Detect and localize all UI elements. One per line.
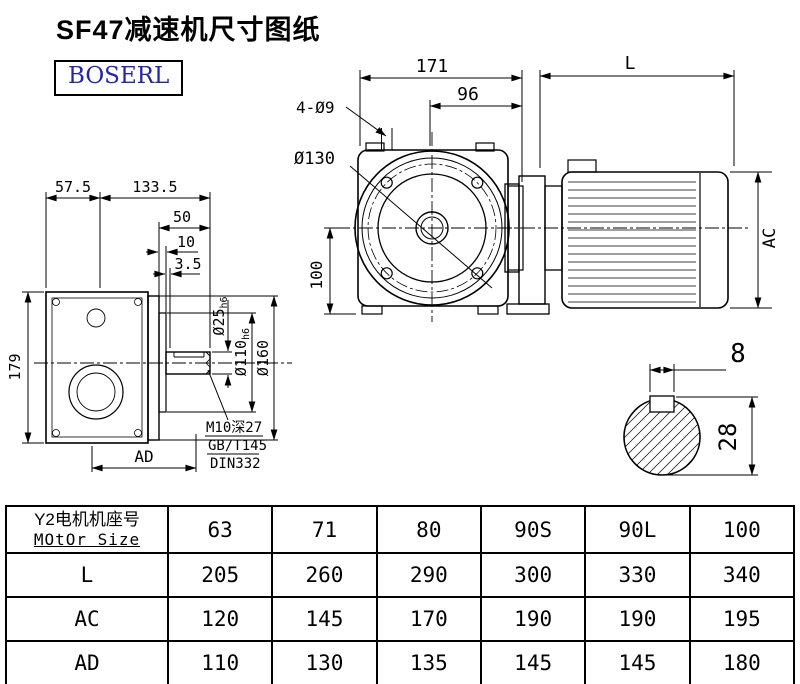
shaft-section: 8 28 (623, 339, 758, 476)
front-view (336, 128, 530, 322)
motor-size-table: Y2电机机座号 MOtOr Size 63 71 80 90S 90L 100 … (5, 505, 796, 684)
dim-flange-dia-label: Ø160 (254, 340, 272, 376)
value-cell: 190 (584, 596, 691, 642)
dim-total-width-label: 171 (416, 56, 449, 77)
value-cell: 260 (271, 552, 378, 598)
section-dimension-lines (649, 364, 758, 476)
dim-center-height-label: 100 (307, 261, 326, 290)
value-cell: 300 (479, 552, 587, 598)
front-dimension-lines (324, 70, 523, 315)
dim-motor-length-label: L (625, 53, 636, 74)
value-cell: 120 (166, 596, 274, 642)
size-cell: 90L (584, 505, 691, 554)
row-label-cell: AD (5, 640, 169, 684)
dim-bolt-circle-label: Ø130 (294, 149, 335, 169)
value-cell: 170 (375, 596, 482, 642)
size-cell: 90S (479, 505, 587, 554)
size-cell: 80 (375, 505, 482, 554)
value-cell: 145 (271, 596, 378, 642)
value-cell: 180 (688, 640, 796, 684)
value-cell: 110 (166, 640, 274, 684)
spigot-dia-value: Ø110 (232, 340, 250, 376)
value-cell: 340 (688, 552, 796, 598)
value-cell: 205 (166, 552, 274, 598)
table-header-row: Y2电机机座号 MOtOr Size 63 71 80 90S 90L 100 (5, 505, 796, 554)
shaft-dia-value: Ø25 (210, 308, 228, 335)
motor-view (498, 159, 748, 315)
dim-ad-label: AD (134, 447, 153, 466)
row-label-cell: L (5, 552, 169, 598)
dim-10-label: 10 (177, 233, 195, 251)
size-cell: 63 (166, 505, 274, 554)
dim-spigot-dia-label: Ø110h6 (232, 328, 252, 376)
value-cell: 190 (479, 596, 587, 642)
brand-badge: BOSERL (54, 60, 184, 96)
motor-dimension-lines (539, 70, 772, 309)
dim-50-label: 50 (173, 208, 191, 226)
dim-shaft-dia-label: Ø25h6 (210, 296, 230, 335)
value-cell: 195 (688, 596, 796, 642)
shaft-dia-tolerance: h6 (219, 296, 230, 308)
value-cell: 145 (479, 640, 587, 684)
value-cell: 135 (375, 640, 482, 684)
size-cell: 71 (271, 505, 378, 554)
dim-bolt-holes-label: 4-Ø9 (296, 98, 335, 117)
std-note1-label: GB/T145 (208, 438, 267, 454)
motor-dimension-labels: L AC (625, 53, 780, 248)
side-dimension-lines (22, 192, 278, 472)
value-cell: 330 (584, 552, 691, 598)
value-cell: 290 (375, 552, 482, 598)
value-cell: 130 (271, 640, 378, 684)
dimension-drawing: 171 96 4-Ø9 Ø130 100 L (6, 53, 780, 476)
row-label-cell: AC (5, 596, 169, 642)
dim-motor-height-label: AC (760, 228, 780, 248)
spigot-dia-tolerance: h6 (241, 328, 252, 340)
header-motor-size-en: MOtOr Size (33, 529, 141, 549)
dim-57-5-label: 57.5 (55, 178, 91, 196)
dim-179-label: 179 (6, 353, 24, 380)
motor-fins (568, 181, 696, 303)
tap-note-label: M10深27 (206, 420, 262, 436)
dim-key-width-label: 8 (730, 339, 746, 369)
dim-133-5-label: 133.5 (132, 178, 177, 196)
header-motor-size-cn: Y2电机机座号 (34, 510, 140, 530)
front-dimension-labels: 171 96 4-Ø9 Ø130 100 (294, 56, 479, 289)
table-row-AC: AC 120 145 170 190 190 195 (5, 596, 796, 642)
size-cell: 100 (688, 505, 796, 554)
side-view (34, 291, 292, 444)
std-note2-label: DIN332 (210, 456, 261, 472)
dim-3-5-label: 3.5 (174, 255, 201, 273)
value-cell: 145 (584, 640, 691, 684)
table-row-AD: AD 110 130 135 145 145 180 (5, 640, 796, 684)
dim-key-depth-label: 28 (714, 423, 742, 452)
page-title: SF47减速机尺寸图纸 (56, 15, 321, 45)
side-dimension-labels: 57.5 133.5 50 10 3.5 179 AD Ø25h6 Ø110h6… (6, 178, 272, 472)
header-motor-size-cell: Y2电机机座号 MOtOr Size (5, 505, 169, 554)
table-row-L: L 205 260 290 300 330 340 (5, 552, 796, 598)
dim-flange-offset-label: 96 (457, 84, 479, 105)
